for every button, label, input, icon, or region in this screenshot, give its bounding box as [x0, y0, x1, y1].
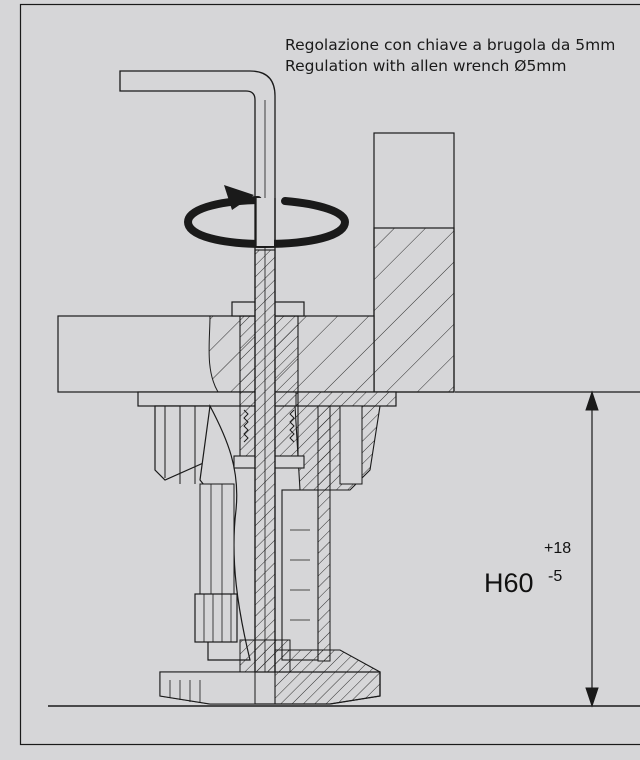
base-panel [57, 315, 375, 393]
dimension-nominal: H60 [484, 568, 534, 598]
height-dimension-arrow [585, 390, 599, 708]
foot-housing [154, 404, 381, 661]
allen-wrench [119, 70, 276, 701]
inner-sleeve [281, 405, 331, 662]
side-panel [373, 132, 455, 393]
dimension-lower-tolerance: -5 [548, 568, 563, 585]
base-pad [159, 639, 381, 705]
drawing-frame [19, 3, 640, 746]
rotation-arrow-icon [183, 185, 350, 249]
caption-italian: Regolazione con chiave a brugola da 5mm [285, 36, 616, 54]
dimension-upper-tolerance: +18 [544, 540, 572, 557]
caption-english: Regulation with allen wrench Ø5mm [285, 57, 567, 75]
wrench-caption: Regolazione con chiave a brugola da 5mm … [285, 35, 615, 77]
